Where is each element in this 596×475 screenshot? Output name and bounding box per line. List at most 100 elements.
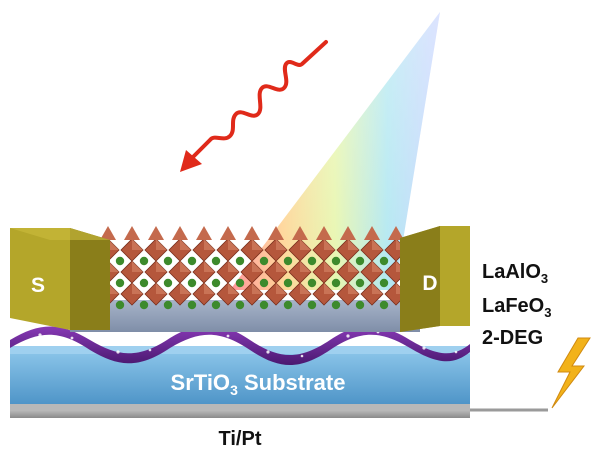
a-site-atom (283, 278, 293, 288)
octahedron-apex (292, 226, 308, 240)
a-site-atom (379, 278, 389, 288)
a-site-atom (211, 278, 221, 288)
octahedron-highlight (108, 239, 119, 250)
octahedron-highlight (108, 283, 119, 294)
a-site-atom (115, 300, 125, 310)
ti-pt-label: Ti/Pt (219, 428, 262, 450)
octahedron-highlight (156, 283, 167, 294)
a-site-atom (307, 256, 317, 266)
octahedron-highlight (348, 261, 359, 272)
drain-electrode (400, 226, 470, 332)
octahedron-apex (316, 226, 332, 240)
a-site-atom (211, 256, 221, 266)
a-site-atom (379, 256, 389, 266)
octahedron-highlight (228, 261, 239, 272)
wavy-photon-arrow-icon (180, 40, 328, 172)
a-site-atom (163, 256, 173, 266)
a-site-atom (355, 300, 365, 310)
substrate-label: SrTiO3 Substrate (171, 370, 346, 398)
a-site-atom (235, 256, 245, 266)
a-site-atom (235, 278, 245, 288)
octahedron-highlight (180, 261, 191, 272)
legend-lafeo3: LaFeO3 (482, 295, 551, 320)
octahedron-highlight (348, 239, 359, 250)
source-label: S (31, 274, 45, 297)
octahedron-highlight (324, 239, 335, 250)
a-site-atom (115, 256, 125, 266)
octahedron-highlight (228, 239, 239, 250)
a-site-atom (139, 256, 149, 266)
octahedron-highlight (252, 239, 263, 250)
a-site-atom (283, 300, 293, 310)
octahedron-highlight (348, 283, 359, 294)
legend-2deg: 2-DEG (482, 327, 543, 349)
srtio3-substrate (10, 346, 470, 404)
lower-oxide-layer (70, 300, 420, 332)
a-site-atom (115, 278, 125, 288)
a-site-atom (307, 300, 317, 310)
drain-label: D (422, 272, 437, 295)
octahedron-highlight (324, 261, 335, 272)
octahedron-highlight (300, 283, 311, 294)
light-beam (230, 12, 440, 290)
octahedron-highlight (204, 261, 215, 272)
a-site-atom (139, 300, 149, 310)
a-site-atom (187, 300, 197, 310)
a-site-atom (379, 300, 389, 310)
octahedron-highlight (132, 261, 143, 272)
octahedron-highlight (276, 261, 287, 272)
a-site-atom (235, 300, 245, 310)
octahedron-highlight (252, 283, 263, 294)
octahedron-highlight (228, 283, 239, 294)
octahedron-highlight (204, 239, 215, 250)
source-electrode (10, 228, 110, 330)
octahedron-highlight (132, 283, 143, 294)
lightning-bolt-icon (551, 337, 591, 409)
octahedron-apex (244, 226, 260, 240)
octahedron-apex (268, 226, 284, 240)
octahedron-highlight (180, 283, 191, 294)
octahedron-apex (196, 226, 212, 240)
a-site-atom (259, 278, 269, 288)
octahedron-highlight (372, 283, 383, 294)
octahedron-apex (124, 226, 140, 240)
a-site-atom (331, 278, 341, 288)
octahedron-highlight (300, 261, 311, 272)
a-site-atom (139, 278, 149, 288)
octahedron-highlight (324, 283, 335, 294)
octahedron-apex (388, 226, 404, 240)
octahedron-highlight (180, 239, 191, 250)
a-site-atom (355, 278, 365, 288)
octahedron-highlight (372, 239, 383, 250)
layer-legend: LaAlO3 LaFeO3 2-DEG (482, 261, 551, 349)
octahedron-apex (100, 226, 116, 240)
octahedron-highlight (276, 239, 287, 250)
a-site-atom (163, 278, 173, 288)
ti-pt-base-plate (10, 402, 470, 418)
a-site-atom (331, 256, 341, 266)
octahedron-apex (340, 226, 356, 240)
octahedron-apex (172, 226, 188, 240)
octahedron-apex (148, 226, 164, 240)
a-site-atom (283, 256, 293, 266)
a-site-atom (331, 300, 341, 310)
a-site-atom (163, 300, 173, 310)
octahedron-highlight (372, 261, 383, 272)
octahedron-highlight (252, 261, 263, 272)
octahedron-highlight (156, 261, 167, 272)
a-site-atom (307, 278, 317, 288)
a-site-atom (211, 300, 221, 310)
a-site-atom (355, 256, 365, 266)
octahedron-apex (220, 226, 236, 240)
octahedron-highlight (156, 239, 167, 250)
octahedron-highlight (300, 239, 311, 250)
legend-laalo3: LaAlO3 (482, 261, 548, 286)
octahedron-apex (364, 226, 380, 240)
octahedron-highlight (204, 283, 215, 294)
a-site-atom (187, 256, 197, 266)
octahedron-highlight (132, 239, 143, 250)
a-site-atom (259, 300, 269, 310)
octahedron-highlight (108, 261, 119, 272)
a-site-atom (187, 278, 197, 288)
